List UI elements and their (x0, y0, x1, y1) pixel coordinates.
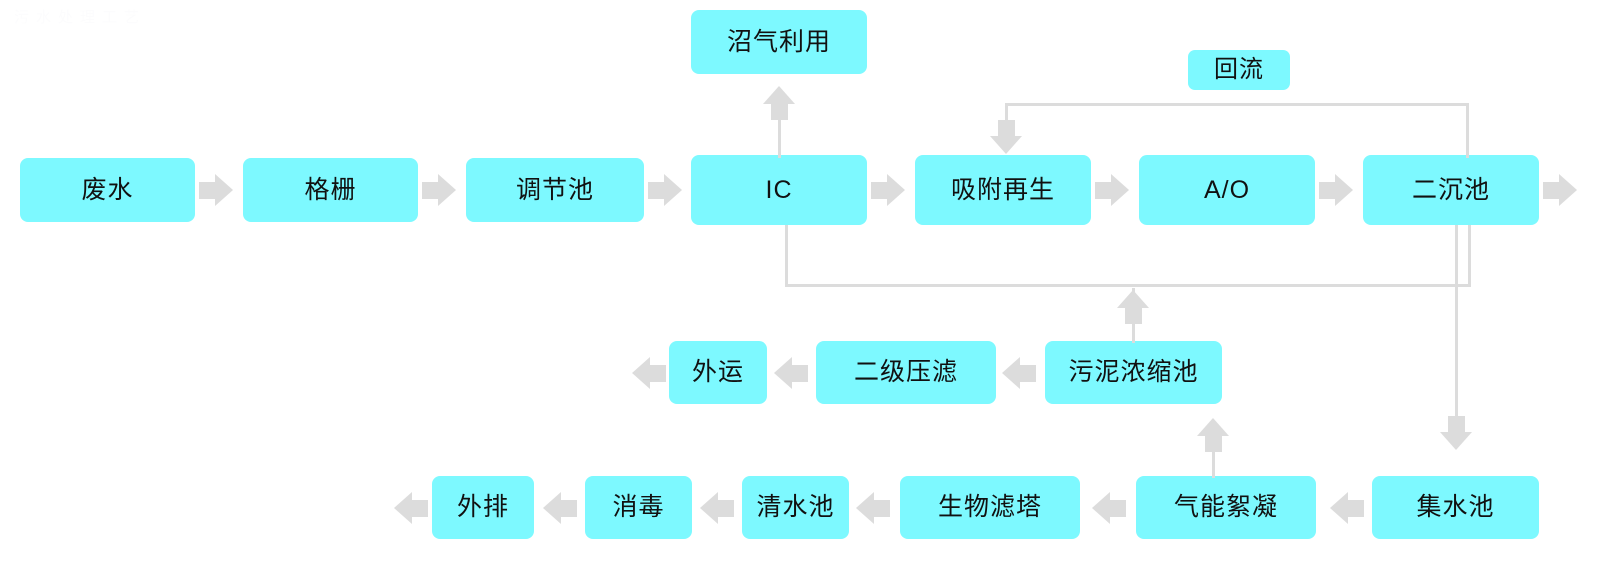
line-huiliu-vertical-left (1005, 103, 1008, 125)
arrow-qinengxuning-to-shengwulvta (1090, 492, 1126, 524)
node-qinengxuning[interactable]: 气能絮凝 (1136, 476, 1316, 539)
arrow-shengwulvta-to-qingshuichi (854, 492, 890, 524)
arrow-waipai-outlet (392, 492, 428, 524)
arrow-erjiyalv-to-waiyun (772, 357, 808, 389)
node-tiaojiechi[interactable]: 调节池 (466, 158, 644, 222)
arrow-feishui-to-zhashan (199, 174, 235, 206)
line-return-vertical-right (1468, 225, 1471, 287)
arrow-waiyun-outlet (630, 357, 666, 389)
node-xifuzaisheng[interactable]: 吸附再生 (915, 155, 1091, 225)
node-zhaoqiliyong[interactable]: 沼气利用 (691, 10, 867, 74)
node-wunizhuoso[interactable]: 污泥浓缩池 (1045, 341, 1222, 404)
line-huiliu-horizontal (1005, 103, 1469, 106)
arrow-wunizhuoso-to-erjiyalv (1000, 357, 1036, 389)
arrow-erchenchi-to-jishuichi (1440, 414, 1472, 450)
node-qingshuichi[interactable]: 清水池 (742, 476, 849, 539)
arrow-erchenchi-outlet (1543, 174, 1579, 206)
arrow-ic-to-zhaoqiliyong (763, 86, 795, 122)
node-xiaodu[interactable]: 消毒 (585, 476, 692, 539)
arrow-ao-to-erchenchi (1319, 174, 1355, 206)
line-return-vertical-left (785, 225, 788, 287)
watermark-text: 污水处理工艺 (14, 9, 147, 26)
line-qinengxuning-to-wunizhuoso (1212, 426, 1215, 478)
line-huiliu-vertical-right (1466, 103, 1469, 158)
node-jishuichi[interactable]: 集水池 (1372, 476, 1539, 539)
node-feishui[interactable]: 废水 (20, 158, 195, 222)
node-waiyun[interactable]: 外运 (669, 341, 767, 404)
arrow-ic-to-xifuzaisheng (871, 174, 907, 206)
arrow-qinengxuning-to-wunizhuoso (1197, 418, 1229, 454)
node-shengwulvta[interactable]: 生物滤塔 (900, 476, 1080, 539)
arrow-jishuichi-to-qinengxuning (1328, 492, 1364, 524)
node-zhashan[interactable]: 格栅 (243, 158, 418, 222)
node-waipai[interactable]: 外排 (432, 476, 534, 539)
node-erjiyalv[interactable]: 二级压滤 (816, 341, 996, 404)
line-return-horizontal (785, 284, 1471, 287)
node-ao[interactable]: A/O (1139, 155, 1315, 225)
arrow-xifuzaisheng-to-ao (1095, 174, 1131, 206)
arrow-xiaodu-to-waipai (541, 492, 577, 524)
line-ic-to-zhaoqiliyong (778, 96, 781, 158)
node-huiliu[interactable]: 回流 (1188, 50, 1290, 90)
arrow-tiaojiechi-to-ic (648, 174, 684, 206)
arrow-huiliu-to-xifuzaisheng (990, 118, 1022, 154)
arrow-qingshuichi-to-xiaodu (698, 492, 734, 524)
line-erchenchi-to-jishuichi (1455, 225, 1458, 420)
node-ic[interactable]: IC (691, 155, 867, 225)
node-erchenchi[interactable]: 二沉池 (1363, 155, 1539, 225)
arrow-zhashan-to-tiaojiechi (422, 174, 458, 206)
arrow-wunizhuoso-to-mainline (1117, 290, 1149, 326)
